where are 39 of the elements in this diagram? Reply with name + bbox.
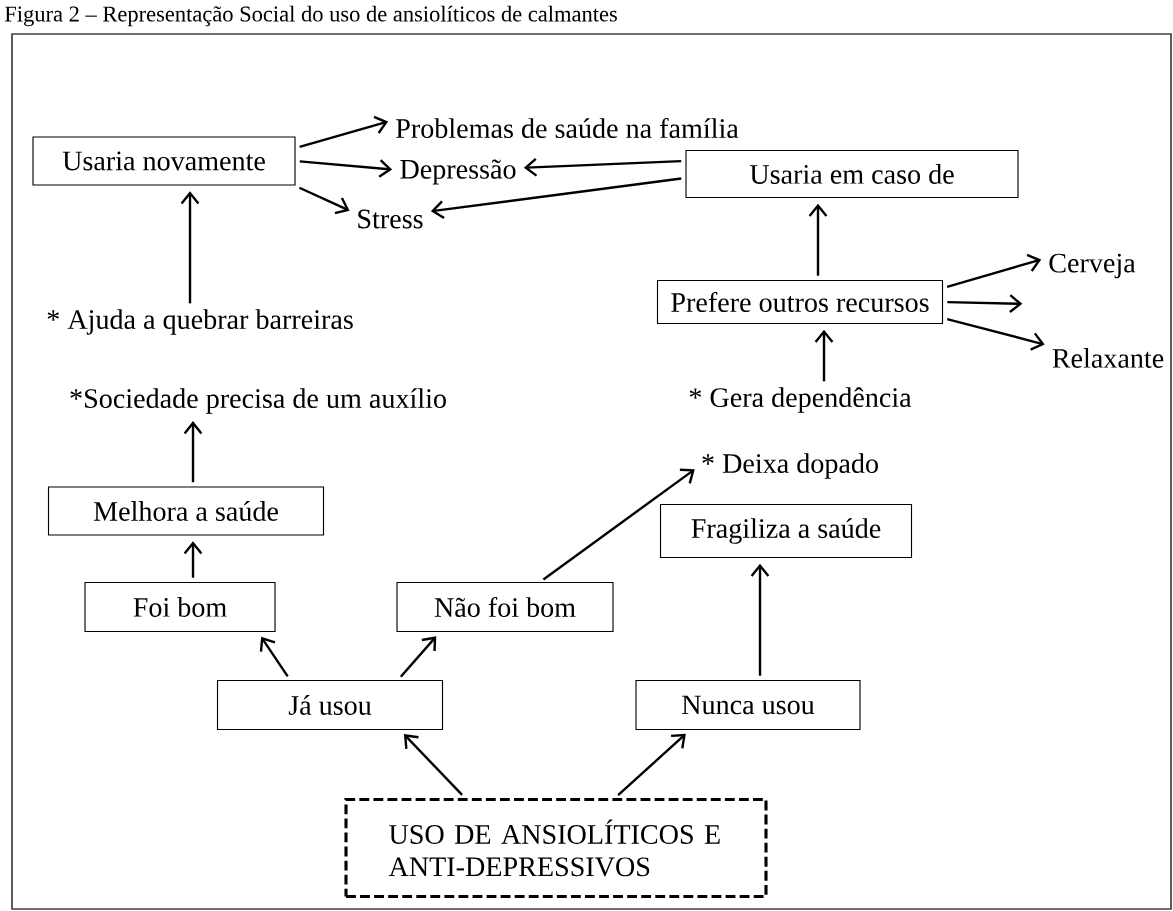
bare-text: * Gera dependência	[689, 387, 912, 413]
bare-text: *Sociedade precisa de um auxílio	[70, 388, 446, 414]
arrow	[947, 294, 1023, 313]
process-box: Fragiliza a saúde	[659, 503, 913, 559]
arrow	[814, 329, 834, 382]
process-box: Usaria novamente	[32, 136, 296, 186]
arrow	[617, 733, 686, 796]
arrow	[183, 541, 203, 578]
process-box: Não foi bom	[396, 581, 614, 633]
process-box: Melhora a saúde	[47, 486, 325, 536]
process-box: Usaria em caso de	[685, 149, 1019, 199]
bare-text: Relaxante	[1052, 348, 1164, 368]
arrow	[403, 734, 463, 796]
bare-text: Stress	[358, 209, 423, 229]
arrow	[299, 115, 389, 148]
arrow	[946, 317, 1045, 351]
arrow	[523, 157, 682, 177]
start-box: USO DE ANSIOLÍTICOS E ANTI-DEPRESSIVOS	[344, 797, 768, 899]
bare-text: Problemas de saúde na família	[396, 117, 739, 138]
arrow	[542, 468, 695, 581]
arrow	[808, 203, 828, 276]
arrow	[259, 636, 289, 678]
arrow	[399, 636, 437, 678]
bare-text: Cerveja	[1049, 253, 1136, 279]
bare-text: * Deixa dopado	[702, 453, 878, 479]
arrow	[298, 186, 350, 215]
arrow	[946, 253, 1042, 288]
figure-title: Figura 2 – Representação Social do uso de ansiolíticos de calmantes	[4, 5, 617, 27]
arrow	[183, 421, 203, 483]
process-box: Já usou	[216, 679, 444, 731]
process-box: Prefere outros recursos	[656, 279, 944, 325]
arrow	[430, 177, 682, 220]
arrow	[750, 563, 770, 676]
bare-text: Depressão	[400, 159, 516, 185]
process-box: Foi bom	[84, 581, 276, 633]
process-box: Nunca usou	[635, 679, 861, 731]
bare-text: * Ajuda a quebrar barreiras	[47, 309, 353, 335]
arrow	[180, 191, 200, 304]
arrow	[299, 159, 393, 178]
